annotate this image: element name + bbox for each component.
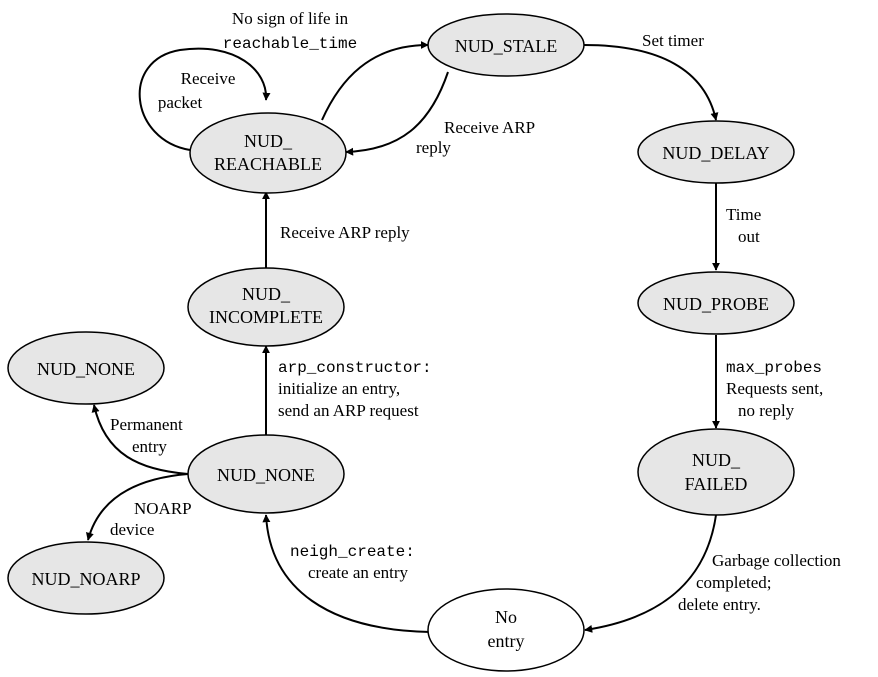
svg-text:No: No (495, 607, 517, 627)
svg-text:packet: packet (158, 93, 203, 112)
label-set-timer: Set timer (642, 31, 704, 50)
state-noarp: NUD_NOARP (7, 541, 165, 615)
label-arp-constructor: arp_constructor: initialize an entry, se… (278, 359, 432, 420)
state-none-left: NUD_NONE (7, 331, 165, 405)
svg-text:NOARP: NOARP (134, 499, 192, 518)
label-no-sign-of-life: No sign of life in reachable_time (223, 9, 357, 53)
label-receive-arp-reply-stale: Receive ARP reply (416, 118, 535, 157)
edge-stale-to-delay (583, 44, 719, 121)
svg-text:Time: Time (726, 205, 761, 224)
svg-text:max_probes: max_probes (726, 359, 822, 377)
state-delay: NUD_DELAY (637, 120, 795, 184)
svg-text:Requests sent,: Requests sent, (726, 379, 823, 398)
svg-text:initialize an entry,: initialize an entry, (278, 379, 400, 398)
edge-failed-to-noentry (584, 514, 717, 633)
svg-text:NUD_: NUD_ (692, 450, 741, 470)
svg-text:FAILED: FAILED (685, 474, 748, 494)
svg-text:NUD_PROBE: NUD_PROBE (663, 294, 769, 314)
edge-reachable-to-stale (321, 41, 429, 121)
state-no-entry: No entry (427, 588, 585, 672)
svg-text:NUD_STALE: NUD_STALE (455, 36, 558, 56)
svg-text:out: out (738, 227, 760, 246)
state-reachable: NUD_ REACHABLE (189, 112, 347, 194)
svg-text:reachable_time: reachable_time (223, 35, 357, 53)
svg-text:entry: entry (132, 437, 167, 456)
svg-text:NUD_NONE: NUD_NONE (37, 359, 135, 379)
label-garbage-collection: Garbage collection completed; delete ent… (678, 551, 841, 614)
svg-text:Garbage collection: Garbage collection (712, 551, 841, 570)
edge-none-to-noarp (85, 473, 189, 541)
label-permanent-entry: Permanent entry (110, 415, 183, 456)
svg-text:No sign of life in: No sign of life in (232, 9, 349, 28)
edge-receive-packet (138, 47, 271, 151)
svg-text:send an ARP request: send an ARP request (278, 401, 419, 420)
svg-text:REACHABLE: REACHABLE (214, 154, 322, 174)
state-failed: NUD_ FAILED (637, 428, 795, 516)
svg-text:NUD_: NUD_ (242, 284, 291, 304)
svg-text:NUD_: NUD_ (244, 131, 293, 151)
edge-none-to-none-left (91, 404, 189, 475)
svg-text:no reply: no reply (738, 401, 795, 420)
svg-text:NUD_NONE: NUD_NONE (217, 465, 315, 485)
svg-text:Receive: Receive (181, 69, 236, 88)
svg-text:completed;: completed; (696, 573, 772, 592)
edge-noentry-to-none (262, 514, 431, 633)
svg-text:delete entry.: delete entry. (678, 595, 761, 614)
svg-text:device: device (110, 520, 154, 539)
svg-text:arp_constructor:: arp_constructor: (278, 359, 432, 377)
svg-text:INCOMPLETE: INCOMPLETE (209, 307, 323, 327)
edge-stale-to-reachable (345, 71, 449, 156)
svg-text:reply: reply (416, 138, 451, 157)
svg-text:neigh_create:: neigh_create: (290, 543, 415, 561)
state-probe: NUD_PROBE (637, 271, 795, 335)
svg-text:create an entry: create an entry (308, 563, 409, 582)
label-receive-arp-reply: Receive ARP reply (280, 223, 410, 242)
svg-text:NUD_DELAY: NUD_DELAY (662, 143, 769, 163)
state-none-center: NUD_NONE (187, 434, 345, 514)
svg-text:entry: entry (488, 631, 525, 651)
svg-text:Permanent: Permanent (110, 415, 183, 434)
svg-text:Receive ARP reply: Receive ARP reply (280, 223, 410, 242)
label-time-out: Time out (726, 205, 761, 246)
state-incomplete: NUD_ INCOMPLETE (187, 267, 345, 347)
label-noarp-device: NOARP device (110, 499, 192, 539)
state-stale: NUD_STALE (427, 13, 585, 77)
svg-text:Receive ARP: Receive ARP (444, 118, 535, 137)
svg-text:Set timer: Set timer (642, 31, 704, 50)
label-receive-packet: Receive packet (158, 69, 236, 112)
label-max-probes: max_probes Requests sent, no reply (726, 359, 823, 420)
svg-text:NUD_NOARP: NUD_NOARP (31, 569, 140, 589)
label-neigh-create: neigh_create: create an entry (290, 543, 415, 582)
